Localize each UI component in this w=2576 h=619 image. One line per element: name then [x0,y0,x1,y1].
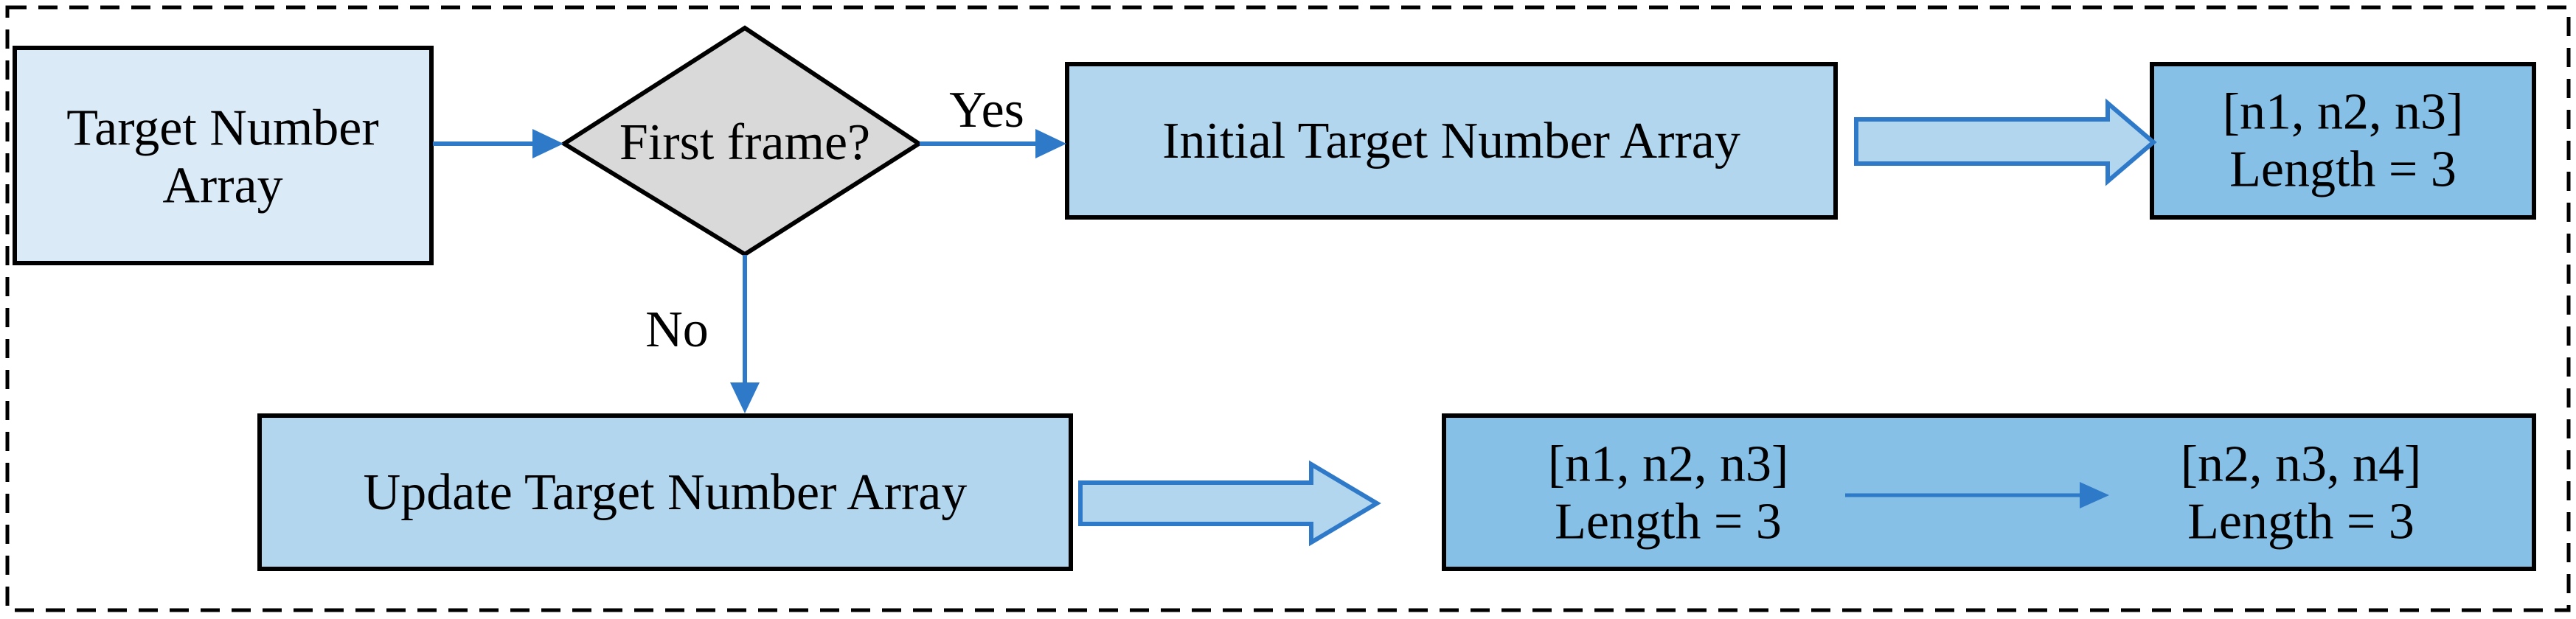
initial-result-box [2150,62,2536,220]
yes-edge-label-text: Yes [949,81,1024,139]
initial-array-label: Initial Target Number Array [1162,113,1740,170]
update-before-line2: Length = 3 [1555,494,1782,550]
update-after-label: [n2, n3, n4] Length = 3 [2181,436,2422,552]
outer-dashed-frame [5,5,2571,612]
arrow-no-head [730,382,760,413]
initial-array-box [1065,62,1838,220]
update-before-line1: [n1, n2, n3] [1547,436,1789,493]
no-edge-label: No [645,301,709,359]
no-edge-label-text: No [645,301,709,358]
decision-label-text: First frame? [619,113,871,171]
update-array-label-text: Update Target Number Array [363,464,968,521]
initial-array-label-text: Initial Target Number Array [1162,112,1740,169]
target-array-label-line1: Target Number [66,99,379,157]
initial-result-line1: [n1, n2, n3] [2222,83,2464,141]
yes-edge-label: Yes [949,82,1024,139]
arrow-yes-head [1035,129,1066,158]
target-array-label-line2: Array [162,158,283,214]
decision-label: First frame? [619,114,870,172]
update-result-box [1442,413,2536,571]
initial-result-label: [n1, n2, n3] Length = 3 [2223,84,2464,200]
arrow-to-decision-head [532,129,563,158]
target-array-label: Target Number Array [66,100,378,216]
arrow-array-shift-head [2080,482,2109,508]
first-frame-decision-diamond [560,25,923,257]
block-arrow-initial [1854,98,2157,186]
update-array-box [257,413,1073,571]
update-after-line1: [n2, n3, n4] [2180,436,2422,493]
update-array-label: Update Target Number Array [364,464,968,522]
target-array-box [13,46,434,265]
update-after-line2: Length = 3 [2187,494,2414,550]
block-arrow-update [1078,460,1381,547]
update-before-label: [n1, n2, n3] Length = 3 [1548,436,1789,552]
initial-result-line2: Length = 3 [2229,141,2457,198]
